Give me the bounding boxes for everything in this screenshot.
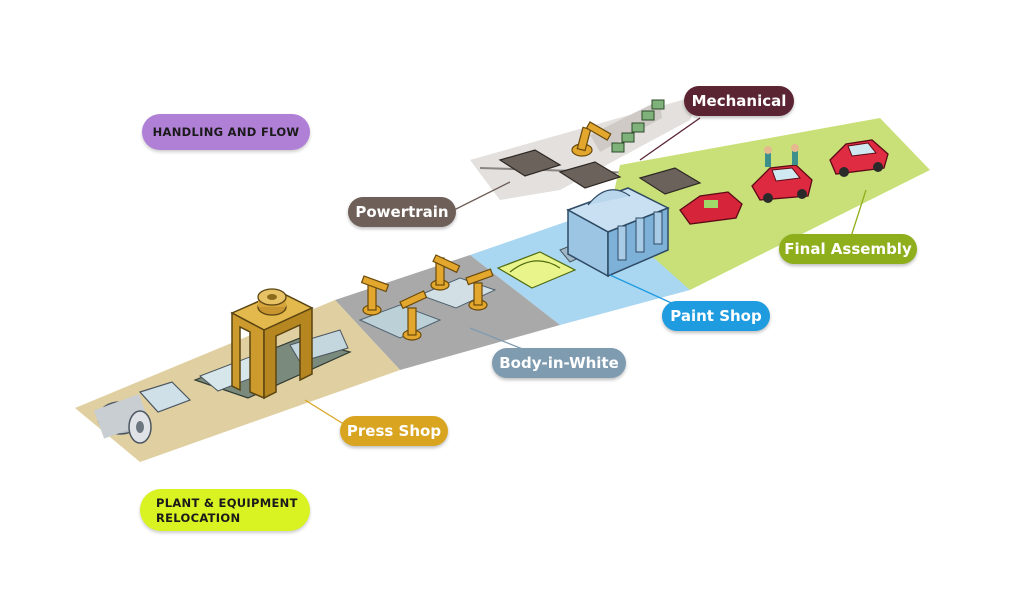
final-assembly-cars-icon (679, 139, 889, 225)
powertrain-carts-icon (498, 99, 702, 195)
body-in-white-lane (335, 255, 560, 370)
handling-flow-legend: HANDLING AND FLOW (142, 114, 310, 150)
powertrain-label: Powertrain (348, 197, 456, 227)
paint-booth-icon (566, 187, 670, 278)
paint-shop-label: Paint Shop (662, 301, 770, 331)
plant-relocation-line2: RELOCATION (156, 511, 241, 525)
plant-relocation-line1: PLANT & EQUIPMENT (156, 496, 298, 510)
welding-robots-icon (358, 254, 497, 341)
paint-shop-lane (470, 210, 690, 325)
body-in-white-label: Body-in-White (492, 348, 626, 378)
plant-relocation-legend: PLANT & EQUIPMENT RELOCATION (140, 489, 310, 531)
mechanical-label: Mechanical (684, 86, 794, 116)
final-assembly-label: Final Assembly (779, 234, 917, 264)
press-shop-label: Press Shop (340, 416, 448, 446)
handling-flow-label: HANDLING AND FLOW (152, 124, 300, 139)
steel-sheet-icon (138, 381, 192, 413)
steel-coil-icon (93, 394, 152, 444)
press-machine-icon (230, 288, 314, 400)
